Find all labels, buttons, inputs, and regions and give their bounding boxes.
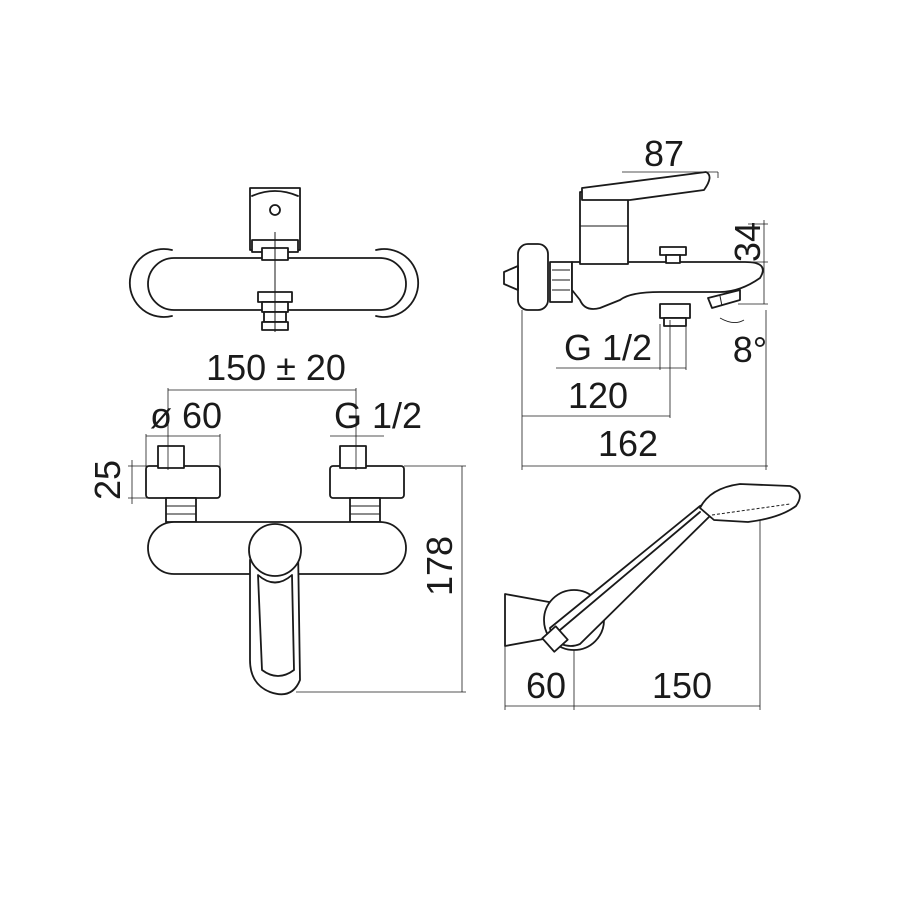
top-view [128, 187, 420, 332]
handshower-length-label: 150 [652, 665, 712, 706]
handshower-bracket-label: 60 [526, 665, 566, 706]
front-view [145, 445, 407, 696]
front-height-label: 178 [419, 536, 460, 596]
handshower-view [504, 483, 801, 653]
side-depth2-label: 162 [598, 423, 658, 464]
front-spacing-label: 150 ± 20 [206, 347, 346, 388]
side-view [503, 171, 764, 327]
side-thread-label: G 1/2 [564, 327, 652, 368]
side-depth1-label: 120 [568, 375, 628, 416]
front-diameter-label: ø 60 [150, 395, 222, 436]
dimension-lines [128, 171, 768, 710]
dimension-labels: 87 34 G 1/2 8° 120 162 150 ± 20 ø 60 G 1… [87, 133, 768, 706]
side-angle-label: 8° [733, 329, 767, 370]
side-height-label: 34 [727, 222, 768, 262]
side-width-label: 87 [644, 133, 684, 174]
front-thread-label: G 1/2 [334, 395, 422, 436]
front-height-small-label: 25 [87, 460, 128, 500]
